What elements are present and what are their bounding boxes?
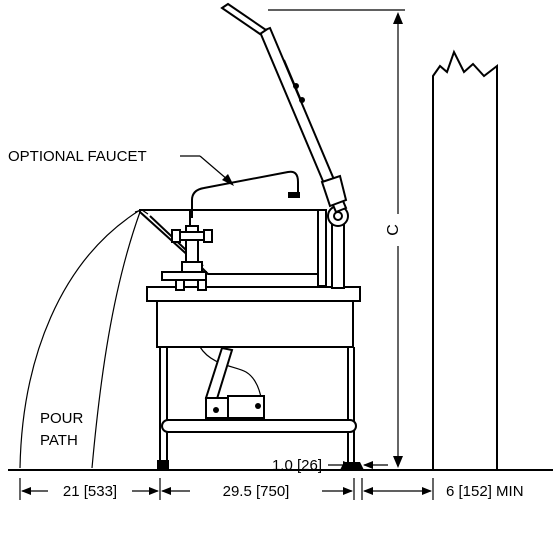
dimension-21-line [21,487,159,495]
support-column [327,205,349,289]
dimension-extension-lines [19,478,434,500]
lid-arm [220,2,348,214]
pour-path-arcs [19,209,149,469]
optional-faucet-label: OPTIONAL FAUCET [8,148,147,165]
stand-frame [156,300,364,470]
pour-path-label-line2: PATH [40,432,78,449]
dimension-1-0-label: 1.0 [26] [272,457,322,474]
dimension-29-5-line [161,487,353,495]
dimension-1-0-line [328,461,388,469]
optional-faucet [161,170,300,291]
dimension-c-line [268,9,405,468]
pour-path-label-line1: POUR [40,410,84,427]
dimension-c-label: C [385,224,402,236]
dimension-6-label: 6 [152] MIN [446,483,524,500]
dimension-6-line [363,487,432,495]
dimension-29-5-label: 29.5 [750] [223,483,290,500]
wall [432,49,498,470]
drive-assembly [199,346,265,419]
faucet-leader [180,155,234,186]
dimension-21-label: 21 [533] [63,483,117,500]
